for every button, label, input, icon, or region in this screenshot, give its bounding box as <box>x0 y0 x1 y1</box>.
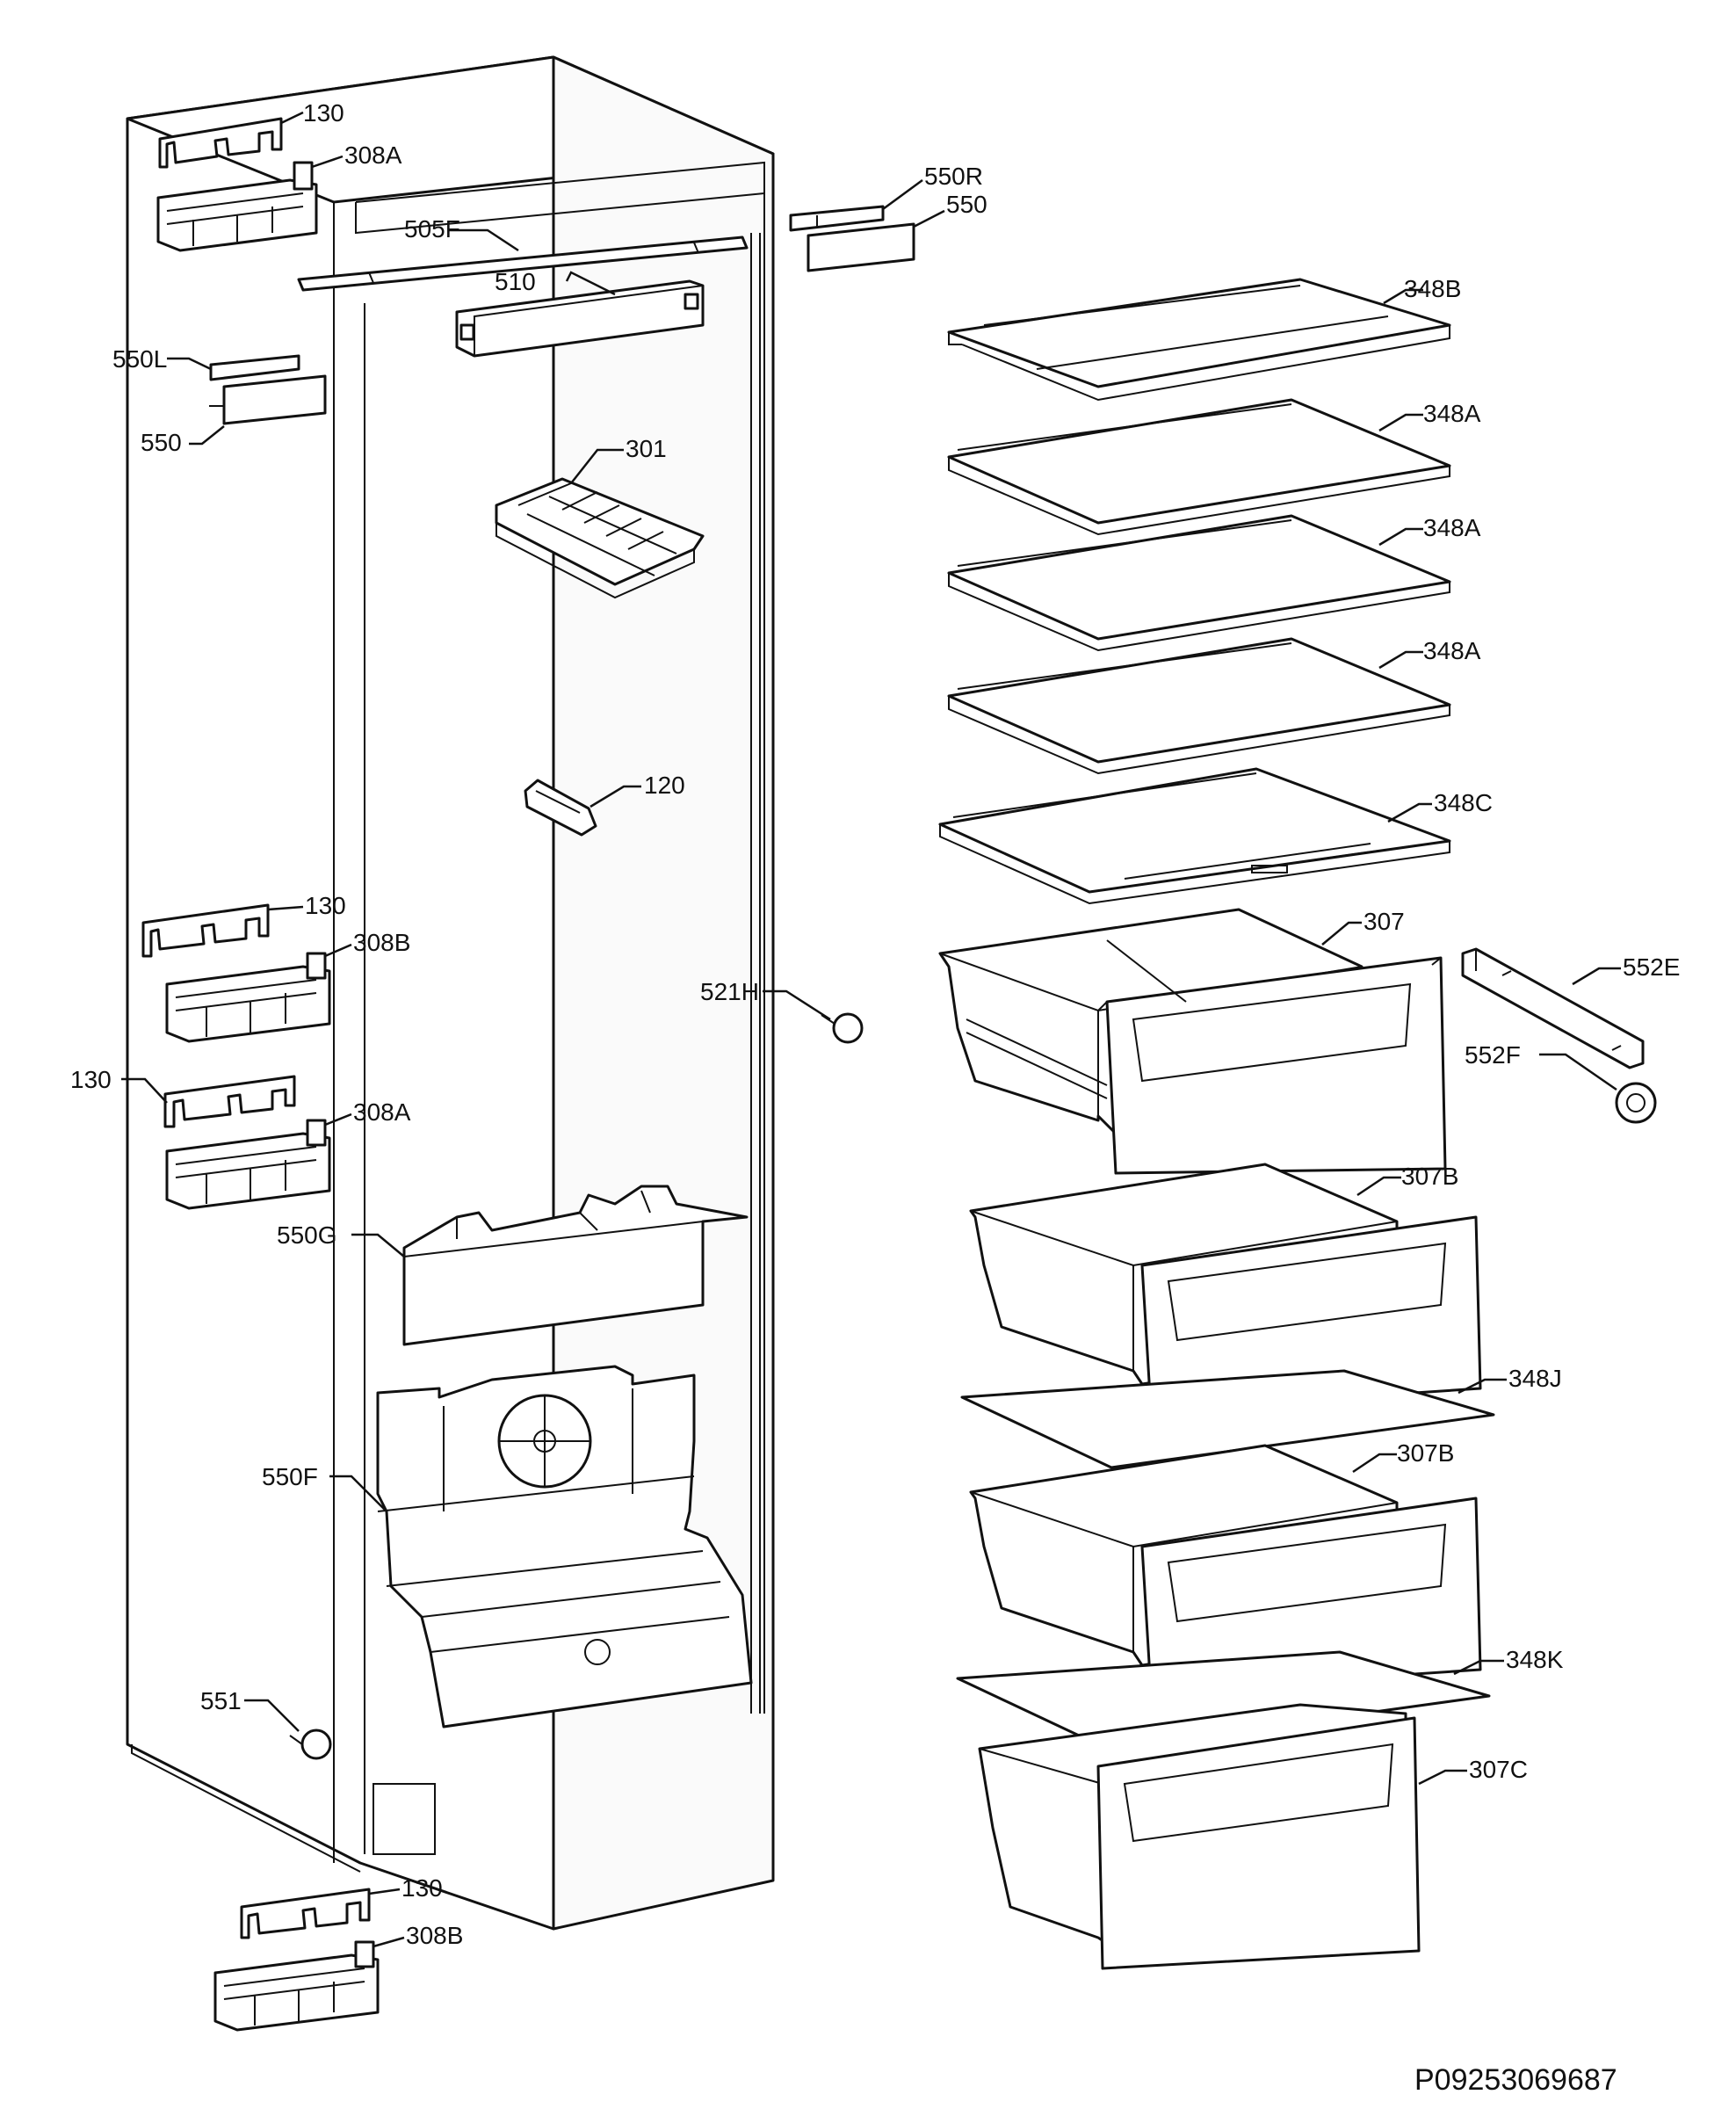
clip-521h: 521H <box>700 978 864 1044</box>
drawer-307: 307 <box>938 908 1447 1175</box>
label-308a-top: 308A <box>344 141 402 169</box>
button-551: 551 <box>200 1687 332 1760</box>
label-308b-bottom: 308B <box>406 1922 463 1949</box>
shelf-348b: 348B <box>947 275 1461 402</box>
trim-505f: 505F <box>297 215 749 292</box>
label-550f: 550F <box>262 1463 318 1490</box>
label-307c: 307C <box>1469 1756 1528 1783</box>
hinge-308a-top: 308A <box>156 141 402 252</box>
spacer-130-lower: 130 <box>70 1066 296 1128</box>
label-307b-1: 307B <box>1401 1163 1458 1190</box>
label-550-left: 550 <box>141 429 182 456</box>
knob-120: 120 <box>524 772 685 837</box>
label-348c: 348C <box>1434 789 1493 816</box>
label-348a-2: 348A <box>1423 514 1481 541</box>
label-552e: 552E <box>1623 953 1680 981</box>
label-130-bottom: 130 <box>401 1874 443 1902</box>
label-307: 307 <box>1363 908 1405 935</box>
label-550g: 550G <box>277 1221 337 1249</box>
cover-550-left: 550 <box>141 374 327 456</box>
label-348b: 348B <box>1404 275 1461 302</box>
shelf-348a-3: 348A <box>947 637 1481 775</box>
fan-housing-550f: 550F <box>262 1365 753 1729</box>
hinge-308b-mid: 308B <box>165 929 410 1043</box>
label-550r: 550R <box>924 163 983 190</box>
drawer-307b-2: 307B <box>969 1439 1482 1693</box>
knob-552f: 552F <box>1465 1041 1657 1124</box>
ice-tray-301: 301 <box>495 435 705 599</box>
cover-550l: 550L <box>112 345 300 381</box>
cover-550-top: 550 <box>807 191 987 272</box>
label-348k: 348K <box>1506 1646 1564 1673</box>
light-cover-510: 510 <box>455 268 705 358</box>
label-551: 551 <box>200 1687 242 1714</box>
label-550l: 550L <box>112 345 167 373</box>
label-550-top: 550 <box>946 191 987 218</box>
glass-348k: 348K <box>956 1646 1564 1750</box>
drawer-307c: 307C <box>978 1703 1528 1970</box>
label-130-top: 130 <box>303 99 344 127</box>
spacer-130-bottom: 130 <box>240 1874 443 1939</box>
label-130-lower: 130 <box>70 1066 112 1093</box>
label-521h: 521H <box>700 978 759 1005</box>
drawer-307b-1: 307B <box>969 1163 1482 1412</box>
cover-550r: 550R <box>789 163 983 232</box>
cover-550g: 550G <box>277 1185 749 1346</box>
shelf-348a-2: 348A <box>947 514 1481 652</box>
shelf-348c: 348C <box>938 767 1493 905</box>
label-301: 301 <box>626 435 667 462</box>
label-130-mid: 130 <box>305 892 346 919</box>
label-510: 510 <box>495 268 536 295</box>
label-348a-3: 348A <box>1423 637 1481 664</box>
rail-552e: 552E <box>1461 947 1680 1069</box>
spacer-130-mid: 130 <box>141 892 346 958</box>
label-552f: 552F <box>1465 1041 1521 1069</box>
label-307b-2: 307B <box>1397 1439 1454 1467</box>
reference-code: P09253069687 <box>1414 2063 1617 2097</box>
label-348a-1: 348A <box>1423 400 1481 427</box>
label-308a-mid: 308A <box>353 1098 411 1126</box>
label-348j: 348J <box>1508 1365 1562 1392</box>
label-505f: 505F <box>404 215 460 243</box>
spacer-130-top: 130 <box>158 99 344 169</box>
hinge-308a-mid: 308A <box>165 1098 411 1210</box>
hinge-308b-bottom: 308B <box>213 1922 463 2032</box>
label-120: 120 <box>644 772 685 799</box>
glass-348j: 348J <box>960 1365 1562 1469</box>
shelf-348a-1: 348A <box>947 398 1481 536</box>
label-308b-mid: 308B <box>353 929 410 956</box>
